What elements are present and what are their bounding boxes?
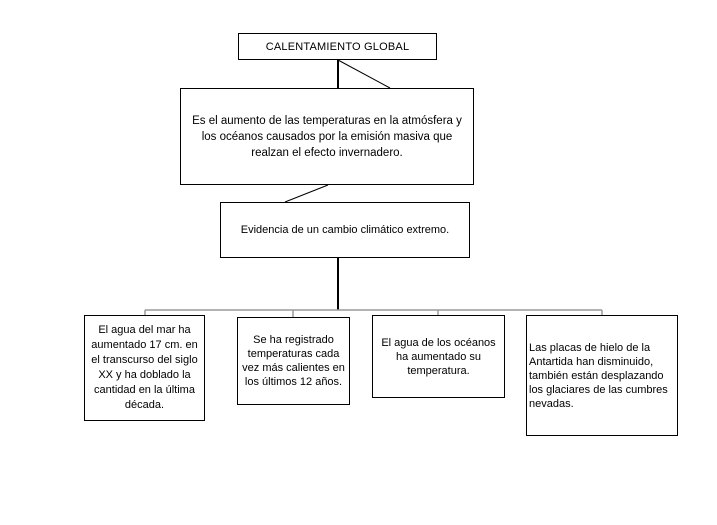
evidence-box: Evidencia de un cambio climático extremo… [220,202,470,258]
definition-text: Es el aumento de las temperaturas en la … [192,114,462,159]
diagram-title: CALENTAMIENTO GLOBAL [265,40,410,53]
definition-box: Es el aumento de las temperaturas en la … [180,88,474,185]
evidence-item-text: El agua de los océanos ha aumentado su t… [381,336,496,377]
evidence-text: Evidencia de un cambio climático extremo… [240,224,450,236]
evidence-item-ocean-temperature: El agua de los océanos ha aumentado su t… [372,315,505,398]
evidence-item-ice-sheets: Las placas de hielo de la Antartida han … [526,315,678,436]
connector-title-diagonal [337,59,391,89]
connector-definition-diagonal [284,184,329,203]
evidence-item-text: El agua del mar ha aumentado 17 cm. en e… [91,324,198,411]
title-box: CALENTAMIENTO GLOBAL [238,33,437,60]
evidence-item-text: Las placas de hielo de la Antartida han … [529,341,668,410]
evidence-item-temperatures: Se ha registrado temperaturas cada vez m… [237,317,350,405]
evidence-item-text: Se ha registrado temperaturas cada vez m… [242,334,345,388]
evidence-item-sea-level: El agua del mar ha aumentado 17 cm. en e… [84,315,205,421]
